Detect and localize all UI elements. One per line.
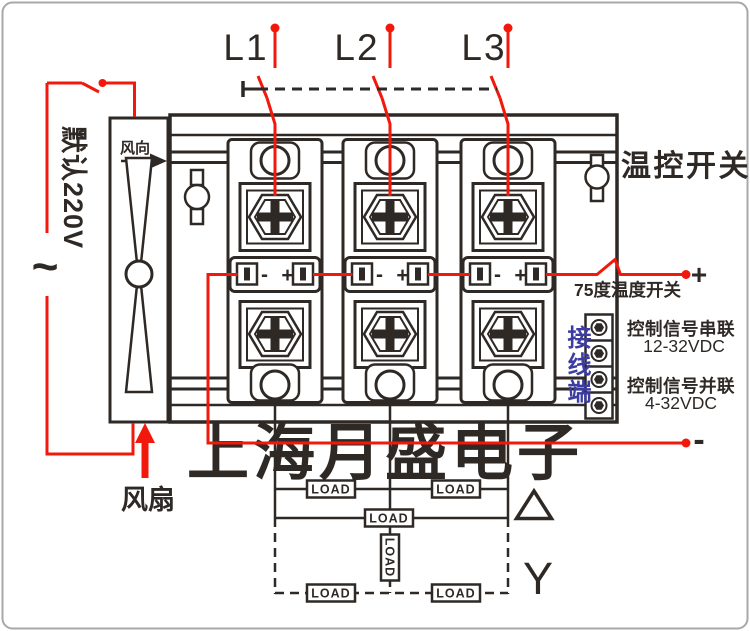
fan-feed-wire <box>102 81 136 117</box>
load-box <box>363 508 415 528</box>
terminal-pin <box>415 267 421 281</box>
mounting-screw-symbol <box>183 168 211 226</box>
load-label: LOAD <box>369 512 408 526</box>
load-label: LOAD <box>383 538 397 577</box>
phase-label-l3: L3 <box>461 27 506 68</box>
red-wiring <box>45 28 686 456</box>
load-box-vertical <box>379 533 401 582</box>
minus-terminal-label: - <box>693 421 704 459</box>
phase1-drop-wire <box>265 97 277 196</box>
terminal-block-label: 接线端 <box>563 325 590 406</box>
phase-label-l2: L2 <box>334 27 379 68</box>
terminal-pin <box>244 267 250 281</box>
thermo-switch-label: 温控开关 <box>621 150 750 183</box>
terminal-pin <box>533 267 539 281</box>
terminal-screw-icon <box>590 371 608 388</box>
load-label: LOAD <box>436 483 475 497</box>
phase3-terminal-dot <box>503 23 513 33</box>
screw-cross <box>385 318 395 350</box>
module-minus-label: - <box>494 264 501 287</box>
fan-supply-left-lower <box>45 296 135 456</box>
fan-direction-arrow-icon <box>150 153 167 169</box>
terminal-screw-icon <box>590 319 608 336</box>
load-label: LOAD <box>436 587 475 601</box>
phase2-breaker-blade <box>371 75 384 99</box>
thermal-fuse-label: 75度温度开关 <box>574 280 681 300</box>
load-boxes: LOAD LOAD LOAD LOAD LOAD LOAD <box>305 479 482 603</box>
breaker-gang-linkage <box>241 81 497 97</box>
series-voltage-range: 12-32VDC <box>643 336 725 356</box>
terminal-screw-icon <box>590 397 608 414</box>
terminal-pin <box>359 267 365 281</box>
parallel-signal-label: 控制信号并联 <box>627 376 735 396</box>
module-minus-label: - <box>376 264 383 287</box>
screw-cross <box>270 201 280 233</box>
phase2-terminal-dot <box>385 23 395 33</box>
parallel-voltage-range: 4-32VDC <box>645 393 717 413</box>
load-box <box>430 583 482 603</box>
fan-hub <box>124 259 154 289</box>
module-plus-label: + <box>281 264 293 287</box>
fan-arrow-icon <box>135 423 155 478</box>
control-plus-wire-thermal-switch <box>546 256 686 276</box>
minus-terminal-dot <box>681 438 691 448</box>
fan-switch-dot <box>98 79 107 87</box>
wye-symbol: Y <box>523 553 553 604</box>
screw-cross <box>503 318 513 350</box>
module-plus-label: + <box>514 264 526 287</box>
plus-terminal-label: + <box>691 259 707 290</box>
module-bottom-hole <box>374 369 406 401</box>
module-plus-label: + <box>396 264 408 287</box>
terminal-block <box>584 313 614 420</box>
load-label: LOAD <box>311 483 350 497</box>
load-box <box>305 479 357 499</box>
module-bottom-hole <box>259 369 291 401</box>
module-bottom-hole <box>492 369 524 401</box>
fan-compartment: 风向 <box>108 116 170 424</box>
ssr-module-3: - + <box>459 138 557 404</box>
screw-cross <box>385 201 395 233</box>
fan-label: 风扇 <box>121 484 175 515</box>
fan-switch-blade <box>81 81 100 94</box>
series-signal-label: 控制信号串联 <box>627 319 735 339</box>
load-box <box>430 479 482 499</box>
screw-cross <box>503 201 513 233</box>
phase3-drop-wire <box>498 97 510 196</box>
watermark-text: 上海月盛电子 <box>187 419 583 488</box>
phase1-breaker-blade <box>256 75 269 99</box>
terminal-pin <box>300 267 306 281</box>
default-voltage-label: 默认220V <box>58 126 88 249</box>
load-label: LOAD <box>311 587 350 601</box>
fan-direction-label: 风向 <box>120 139 150 157</box>
module-minus-label: - <box>261 264 268 287</box>
terminal-pin <box>477 267 483 281</box>
plus-terminal-dot <box>681 270 691 279</box>
phase1-terminal-dot <box>270 23 280 33</box>
delta-symbol <box>513 487 555 521</box>
ssr-modules: - + - + <box>226 138 557 404</box>
control-minus-wire <box>206 273 686 445</box>
screw-cross <box>270 318 280 350</box>
phase3-breaker-blade <box>489 75 502 99</box>
thermostat-switch-symbol <box>584 153 610 203</box>
ac-symbol: ~ <box>32 240 59 292</box>
load-box <box>305 583 357 603</box>
phase-label-l1: L1 <box>223 27 268 68</box>
phase2-drop-wire <box>380 97 392 196</box>
terminal-screw-icon <box>590 345 608 362</box>
